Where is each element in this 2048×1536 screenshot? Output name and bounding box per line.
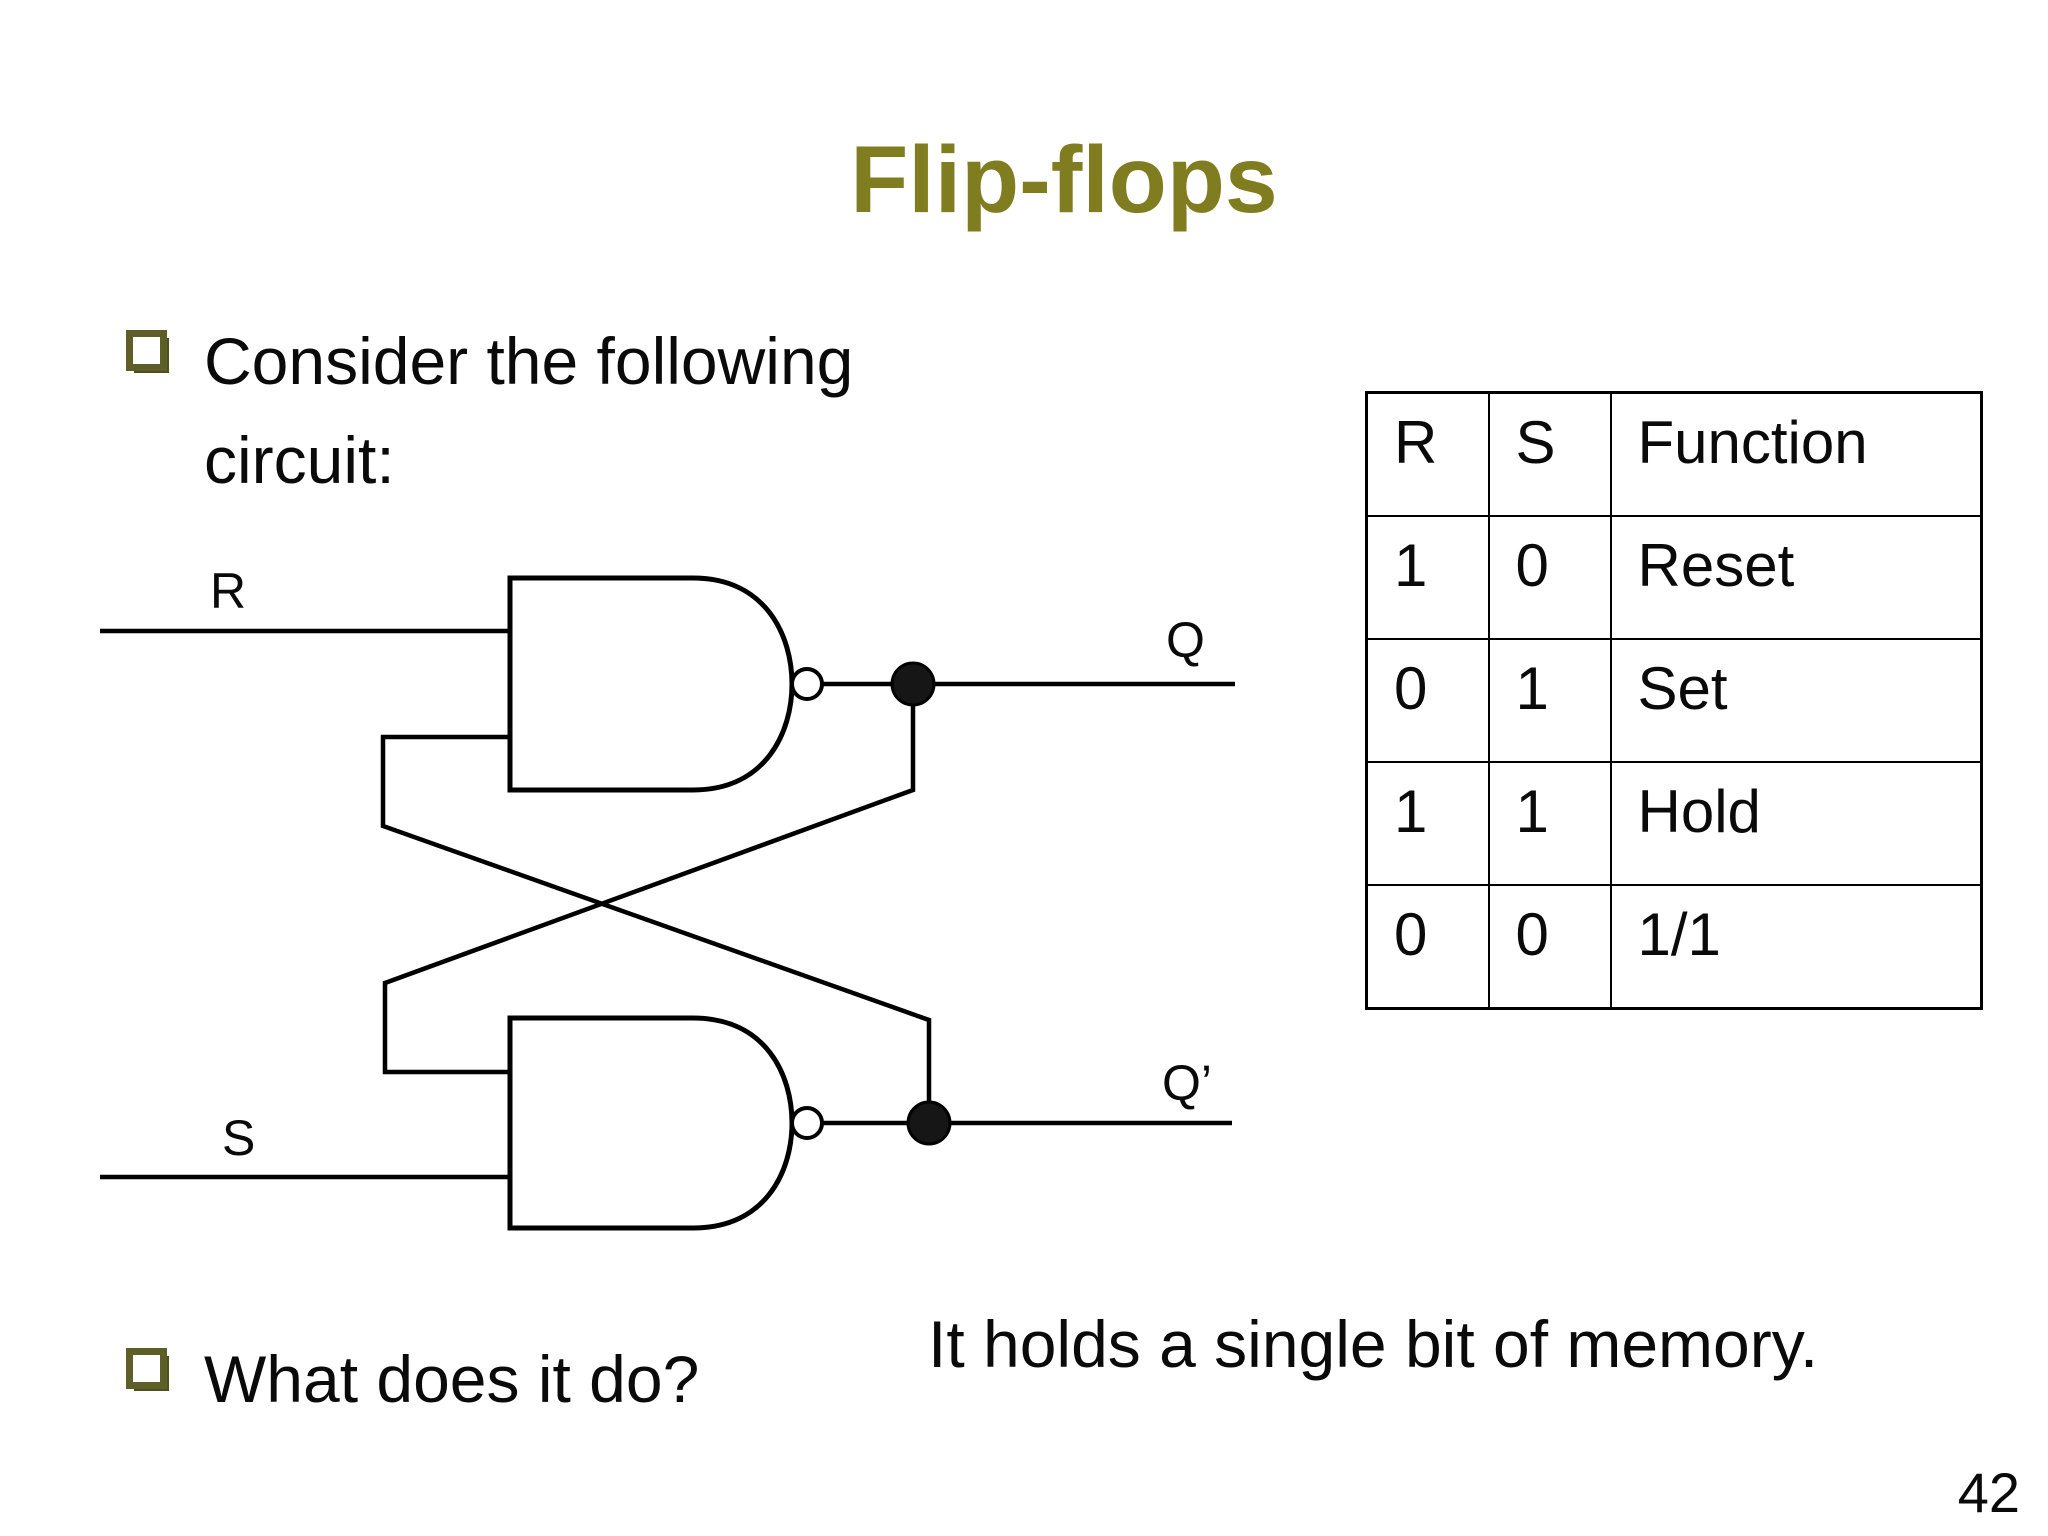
- cell-s: 1: [1487, 760, 1612, 886]
- nand-gate-bottom: [507, 1015, 795, 1231]
- cell-function: 1/1: [1609, 883, 1983, 1010]
- cell-r: 1: [1365, 760, 1490, 886]
- table-row: 1 1 Hold: [1365, 760, 1983, 886]
- junction-dot-qbar-icon: [906, 1100, 952, 1146]
- label-q-output: Q: [1166, 612, 1205, 668]
- square-bullet-icon: [126, 330, 167, 371]
- inverter-bubble-bottom-icon: [790, 1106, 824, 1140]
- wire-feedback-qbar-to-top-gate: [380, 734, 932, 1123]
- table-header-row: R S Function: [1365, 391, 1983, 518]
- table-row: 1 0 Reset: [1365, 515, 1983, 641]
- table-row: 0 1 Set: [1365, 638, 1983, 763]
- bullet-consider-text: Consider the following circuit:: [204, 324, 854, 497]
- table-header-s: S: [1487, 391, 1612, 518]
- page-number: 42: [1957, 1461, 2020, 1524]
- cell-s: 0: [1487, 883, 1612, 1010]
- cell-function: Hold: [1609, 760, 1983, 886]
- table-header-function: Function: [1609, 391, 1983, 518]
- slide-title: Flip-flops: [850, 127, 1278, 233]
- label-r-input: R: [210, 563, 246, 619]
- answer-text: It holds a single bit of memory.: [928, 1307, 1819, 1381]
- function-table: R S Function 1 0 Reset 0 1 Set 1 1 Hold …: [1365, 391, 1983, 1010]
- wire-feedback-q-to-bottom-gate: [382, 684, 916, 1075]
- nand-gate-top: [507, 575, 795, 793]
- square-bullet-icon: [126, 1348, 167, 1389]
- cell-function: Reset: [1609, 515, 1983, 641]
- cell-r: 1: [1365, 515, 1490, 641]
- junction-dot-q-icon: [890, 661, 936, 707]
- inverter-bubble-top-icon: [790, 667, 824, 701]
- cell-r: 0: [1365, 883, 1490, 1010]
- label-s-input: S: [222, 1110, 255, 1166]
- cell-s: 0: [1487, 515, 1612, 641]
- table-row: 0 0 1/1: [1365, 883, 1983, 1010]
- table-header-r: R: [1365, 391, 1490, 518]
- label-qbar-output: Q’: [1162, 1055, 1212, 1111]
- bullet-question-text: What does it do?: [204, 1342, 700, 1416]
- cell-r: 0: [1365, 638, 1490, 763]
- cell-s: 1: [1487, 638, 1612, 763]
- cell-function: Set: [1609, 638, 1983, 763]
